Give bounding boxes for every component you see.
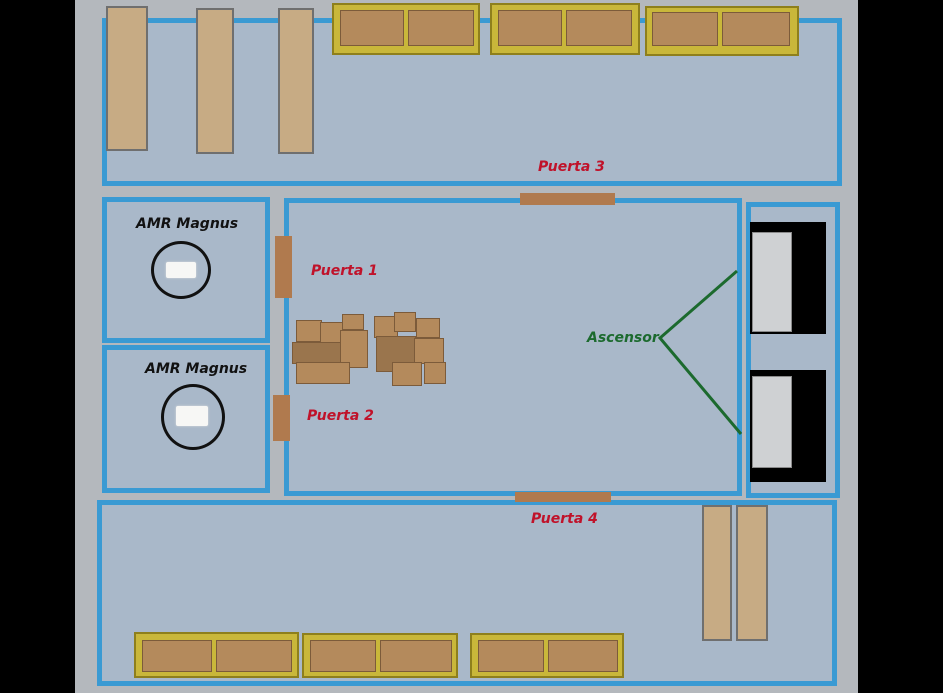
cardboard-box-icon [296, 320, 322, 342]
cardboard-box-icon [392, 362, 422, 386]
cardboard-box-icon [142, 640, 212, 672]
amr-robot-icon[interactable] [161, 384, 225, 450]
cardboard-box-icon [548, 640, 618, 672]
amr-robot-icon[interactable] [151, 241, 211, 299]
cardboard-box-icon [296, 362, 350, 384]
cardboard-box-icon [498, 10, 562, 46]
cardboard-box-icon [342, 314, 364, 330]
door-1[interactable] [275, 236, 292, 298]
shelf-rack-icon[interactable] [278, 8, 314, 154]
amr-robot-body [166, 262, 196, 278]
cardboard-box-icon [652, 12, 718, 46]
cardboard-box-icon [722, 12, 790, 46]
cardboard-box-icon [216, 640, 292, 672]
cardboard-box-icon [310, 640, 376, 672]
shelf-rack-icon[interactable] [196, 8, 234, 154]
amr-robot-body [176, 406, 208, 426]
elevator-cab-2 [752, 376, 792, 468]
cardboard-box-icon [408, 10, 474, 46]
amr-label-2: AMR Magnus [145, 361, 248, 377]
door-1-label: Puerta 1 [311, 263, 378, 279]
door-2-label: Puerta 2 [307, 408, 374, 424]
cardboard-box-icon [380, 640, 452, 672]
shelf-rack-icon[interactable] [736, 505, 768, 641]
cardboard-box-icon [394, 312, 416, 332]
cardboard-box-icon [478, 640, 544, 672]
cardboard-box-icon [414, 338, 444, 364]
elevator-cab-1 [752, 232, 792, 332]
cardboard-box-icon [340, 10, 404, 46]
door-4[interactable] [515, 492, 611, 502]
door-3-label: Puerta 3 [538, 159, 605, 175]
elevator-label: Ascensor [587, 330, 659, 346]
cardboard-box-icon [340, 330, 368, 368]
door-2[interactable] [273, 395, 290, 441]
door-4-label: Puerta 4 [531, 511, 598, 527]
amr-label-1: AMR Magnus [136, 216, 239, 232]
cardboard-box-icon [566, 10, 632, 46]
cardboard-box-icon [424, 362, 446, 384]
door-3[interactable] [520, 193, 615, 205]
cardboard-box-icon [416, 318, 440, 338]
shelf-rack-icon[interactable] [702, 505, 732, 641]
shelf-rack-icon[interactable] [106, 6, 148, 151]
